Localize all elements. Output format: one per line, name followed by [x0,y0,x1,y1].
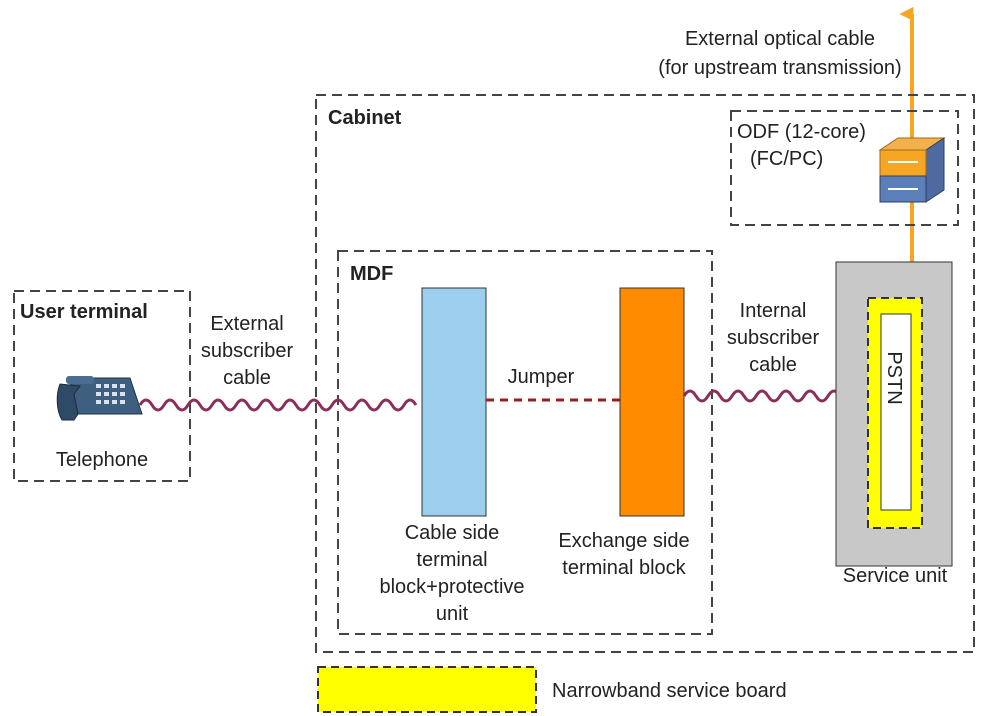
uplink-label-line1: External optical cable [685,28,875,50]
telephone-icon [56,376,143,421]
internal-cable-label-line3: cable [749,354,797,376]
cable-side-label-line2: terminal [416,549,487,571]
mdf-title: MDF [350,263,393,285]
cabinet-title: Cabinet [328,107,402,129]
cable-side-label-line3: block+protective [379,576,524,598]
legend-label: Narrowband service board [552,680,787,702]
mdf-box [337,250,713,635]
telephone-label: Telephone [56,449,148,471]
legend-swatch [317,666,537,713]
external-subscriber-cable [138,398,418,412]
odf-label-line1: ODF (12-core) [737,121,866,143]
user-terminal-title: User terminal [20,301,148,323]
service-unit-label: Service unit [843,565,948,587]
cabinet-box [315,94,975,653]
odf-label-line2: (FC/PC) [750,148,823,170]
external-cable-label-line2: subscriber [201,340,294,362]
exchange-side-terminal-block [619,287,685,517]
exchange-side-label-line2: terminal block [562,557,686,579]
pstn-board-label: PSTN [883,351,905,404]
cable-side-terminal-block [421,287,487,517]
odf-box [730,110,959,226]
internal-cable-label-line2: subscriber [727,327,820,349]
user-terminal-box [13,290,191,482]
exchange-side-label-line1: Exchange side [558,530,689,552]
external-cable-label-line1: External [210,313,283,335]
cable-side-label-line4: unit [436,603,469,625]
internal-cable-label-line1: Internal [740,300,807,322]
jumper-label: Jumper [508,366,575,388]
external-cable-label-line3: cable [223,367,271,389]
pstn-board [880,313,912,511]
odf-box-icon [878,137,946,203]
uplink-label-line2: (for upstream transmission) [658,57,901,79]
cable-side-label-line1: Cable side [405,522,500,544]
